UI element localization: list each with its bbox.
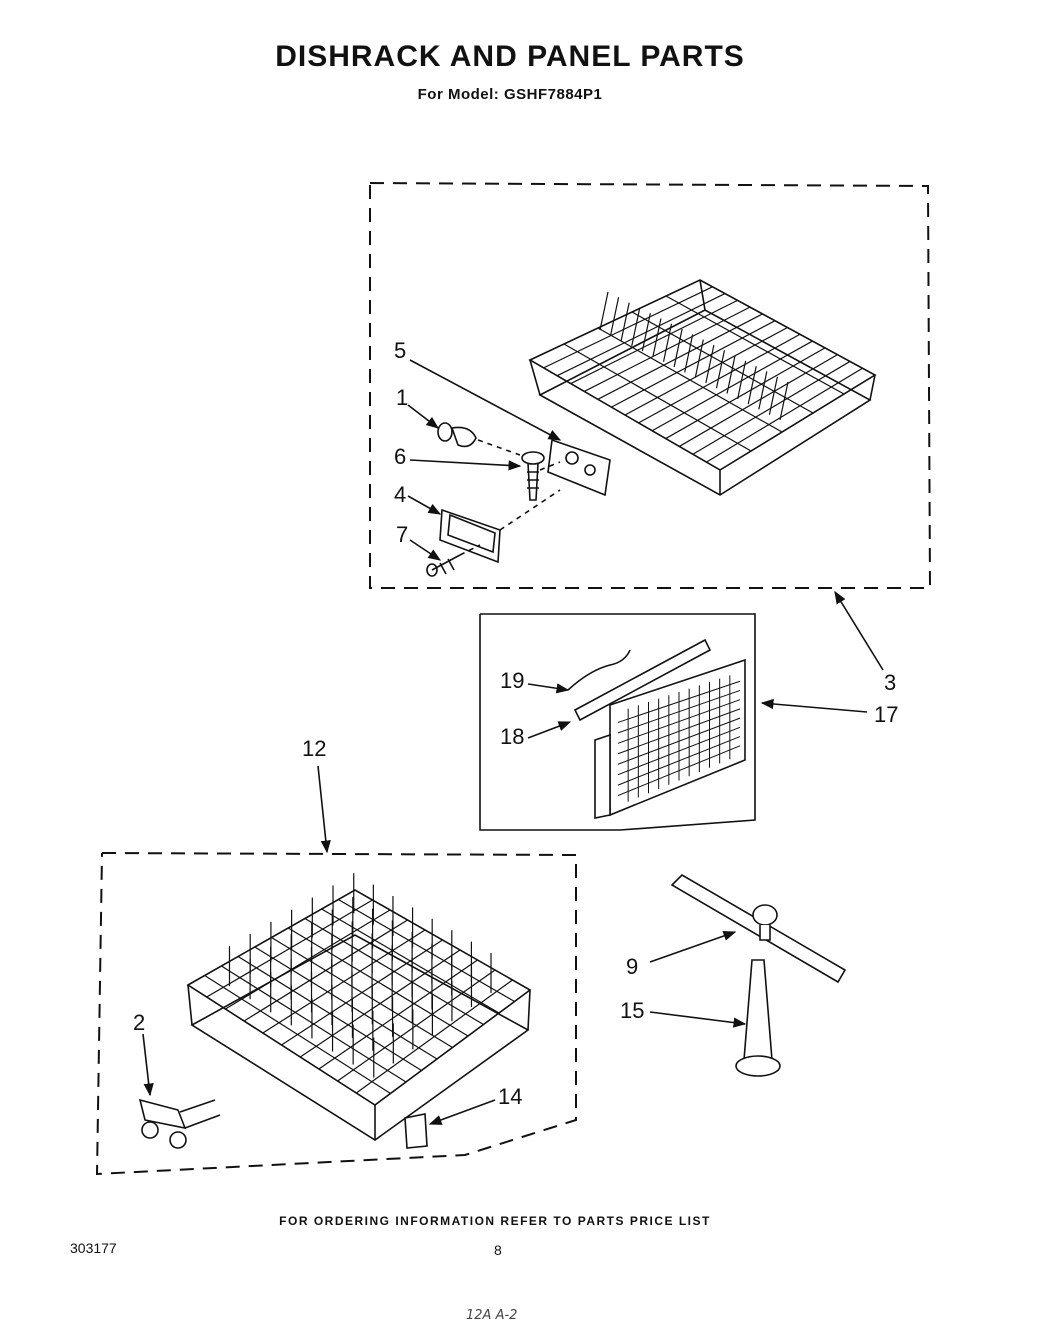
spray-tube bbox=[735, 959, 781, 1077]
wire bbox=[779, 381, 789, 421]
wire bbox=[610, 297, 620, 336]
wire bbox=[665, 295, 845, 395]
wire bbox=[726, 355, 736, 394]
model-subtitle: For Model: GSHF7884P1 bbox=[417, 86, 603, 103]
wire bbox=[684, 334, 694, 373]
wire bbox=[617, 726, 741, 776]
panel-group-box bbox=[479, 613, 756, 831]
callout-19: 19 bbox=[500, 668, 524, 693]
wire bbox=[624, 326, 788, 416]
wire bbox=[337, 898, 515, 1003]
wire bbox=[611, 320, 776, 408]
wire bbox=[543, 286, 713, 369]
wire bbox=[318, 959, 478, 1070]
wire bbox=[651, 340, 813, 432]
callout-9: 9 bbox=[626, 954, 638, 979]
callout-15: 15 bbox=[620, 998, 644, 1023]
document-number: 303177 bbox=[70, 1240, 117, 1256]
wire bbox=[299, 949, 461, 1058]
page-number: 8 bbox=[494, 1242, 502, 1258]
wire bbox=[620, 302, 630, 341]
callout-17: 17 bbox=[874, 702, 898, 727]
wire bbox=[321, 908, 500, 1014]
wire bbox=[617, 708, 741, 755]
wire bbox=[678, 354, 838, 447]
upper-rack-group-box bbox=[369, 182, 932, 589]
callout-labels: 5 1 6 4 7 3 19 18 17 12 2 14 9 15 bbox=[133, 338, 898, 1109]
ordering-footer: FOR ORDERING INFORMATION REFER TO PARTS … bbox=[279, 1214, 711, 1228]
wire bbox=[599, 291, 609, 331]
callout-18: 18 bbox=[500, 724, 524, 749]
upper-rack bbox=[528, 279, 877, 496]
wire bbox=[737, 360, 747, 399]
wire bbox=[705, 344, 715, 384]
wire bbox=[758, 371, 768, 410]
wire bbox=[271, 936, 453, 1049]
wire bbox=[617, 689, 741, 734]
wire bbox=[652, 318, 662, 357]
panel-parts bbox=[567, 638, 746, 819]
page-title: DISHRACK AND PANEL PARTS bbox=[275, 40, 745, 73]
callout-2: 2 bbox=[133, 1010, 145, 1035]
wire bbox=[563, 343, 752, 452]
wire bbox=[556, 293, 726, 377]
lower-rack bbox=[186, 873, 532, 1141]
wire bbox=[570, 299, 738, 385]
wire bbox=[617, 717, 741, 765]
callout-6: 6 bbox=[394, 444, 406, 469]
wire bbox=[617, 736, 741, 786]
wire bbox=[355, 979, 513, 1094]
wire bbox=[337, 969, 496, 1082]
wire bbox=[673, 328, 683, 368]
callout-4: 4 bbox=[394, 482, 406, 507]
spray-arm bbox=[670, 873, 847, 984]
lower-rack-group-box bbox=[95, 852, 577, 1176]
wire bbox=[617, 745, 741, 797]
wire bbox=[641, 313, 651, 352]
wire bbox=[662, 323, 673, 362]
callout-12: 12 bbox=[302, 736, 326, 761]
handwritten-stamp: 12A A-2 bbox=[466, 1308, 518, 1323]
wire bbox=[715, 350, 726, 389]
roller-assembly bbox=[138, 1098, 221, 1149]
wire bbox=[617, 680, 741, 723]
wire bbox=[597, 327, 783, 433]
wire bbox=[747, 365, 757, 405]
rack-clip bbox=[404, 1113, 428, 1149]
callout-7: 7 bbox=[396, 522, 408, 547]
wire bbox=[287, 927, 469, 1037]
callout-5: 5 bbox=[394, 338, 406, 363]
wire bbox=[617, 699, 741, 744]
wire bbox=[584, 306, 751, 392]
wire bbox=[706, 367, 863, 463]
wire bbox=[597, 313, 763, 400]
callout-3: 3 bbox=[884, 670, 896, 695]
wire bbox=[304, 917, 484, 1026]
wire bbox=[638, 333, 801, 424]
callout-14: 14 bbox=[498, 1084, 522, 1109]
wire bbox=[694, 339, 704, 378]
wire bbox=[631, 307, 641, 347]
wire bbox=[665, 347, 826, 440]
rack-adjuster-parts bbox=[426, 422, 611, 577]
callout-1: 1 bbox=[396, 385, 408, 410]
leader-lines bbox=[142, 359, 884, 1125]
wire bbox=[768, 376, 778, 415]
